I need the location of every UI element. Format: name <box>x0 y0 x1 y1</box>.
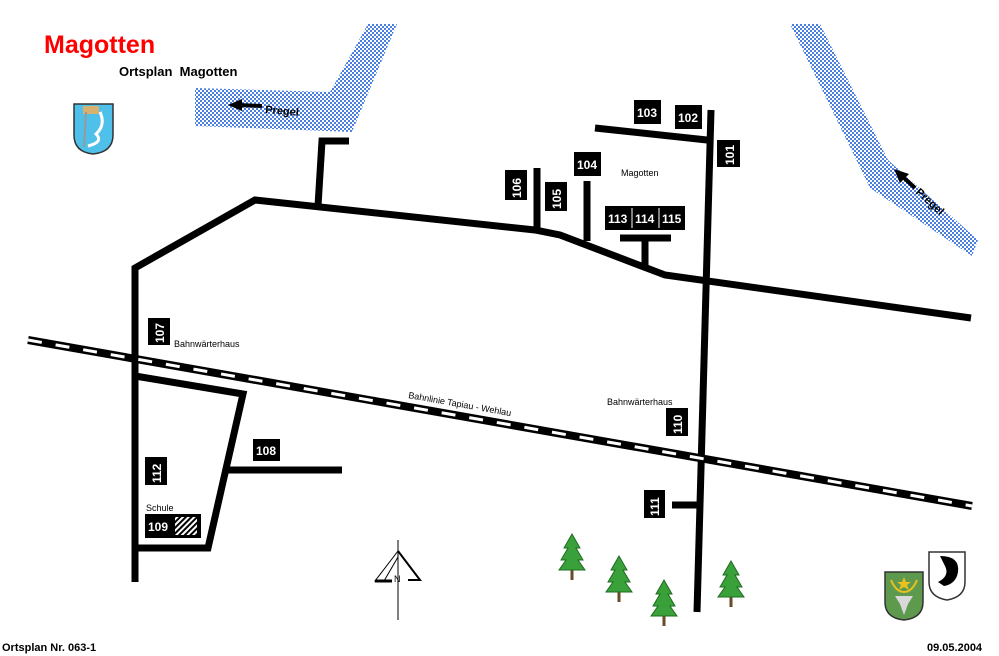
plan-date: 09.05.2004 <box>927 642 983 654</box>
bahnwaerterhaus-east-label: Bahnwärterhaus <box>607 397 673 407</box>
svg-text:114: 114 <box>635 212 655 226</box>
svg-text:106: 106 <box>510 178 524 198</box>
svg-text:103: 103 <box>637 106 657 120</box>
railway <box>27 336 973 510</box>
road-school-loop <box>134 372 248 552</box>
road-101 <box>693 109 715 613</box>
svg-text:113: 113 <box>608 212 628 226</box>
map-subtitle: Ortsplan Magotten <box>119 64 238 79</box>
svg-text:101: 101 <box>723 145 737 165</box>
village-label: Magotten <box>621 168 659 178</box>
main-road <box>131 196 972 582</box>
house-105: 105 <box>545 182 567 211</box>
house-106: 106 <box>505 170 527 200</box>
house-102: 102 <box>675 105 702 129</box>
house-108: 108 <box>253 439 280 461</box>
river-arrow-east <box>894 169 917 190</box>
coat-of-arms-stag-icon <box>884 571 924 621</box>
svg-text:115: 115 <box>662 212 682 226</box>
north-arrow-icon: N <box>373 540 423 620</box>
bahnwaerterhaus-west-label: Bahnwärterhaus <box>174 339 240 349</box>
svg-text:104: 104 <box>577 158 597 172</box>
house-113-115: 113 114 115 <box>605 206 685 230</box>
house-101: 101 <box>717 140 740 167</box>
svg-text:N: N <box>394 574 401 584</box>
road-north-west <box>314 137 349 207</box>
svg-text:102: 102 <box>678 111 698 125</box>
school-label: Schule <box>146 503 174 513</box>
road-103 <box>594 124 708 144</box>
svg-text:110: 110 <box>671 414 685 434</box>
svg-text:107: 107 <box>153 323 167 343</box>
svg-text:105: 105 <box>550 189 564 209</box>
house-112: 112 <box>145 457 167 485</box>
tree-icons <box>558 533 745 627</box>
house-109-school: 109 <box>145 514 201 538</box>
svg-text:109: 109 <box>148 520 168 534</box>
plan-number: Ortsplan Nr. 063-1 <box>2 642 96 654</box>
coat-of-arms-eagle-icon <box>928 551 966 601</box>
house-111: 111 <box>644 490 665 518</box>
house-103: 103 <box>634 100 661 124</box>
coat-of-arms-magotten-icon <box>73 103 114 155</box>
house-104: 104 <box>574 152 601 176</box>
svg-text:111: 111 <box>648 497 662 516</box>
svg-text:108: 108 <box>256 444 276 458</box>
house-107: 107 <box>148 318 170 345</box>
river-arrow-west <box>228 99 263 111</box>
river-pregel-east <box>790 24 978 256</box>
river-label-west: Pregel <box>265 104 300 119</box>
svg-text:112: 112 <box>150 463 164 483</box>
roads <box>131 109 972 613</box>
map-title: Magotten <box>44 31 155 59</box>
house-110: 110 <box>666 408 688 436</box>
